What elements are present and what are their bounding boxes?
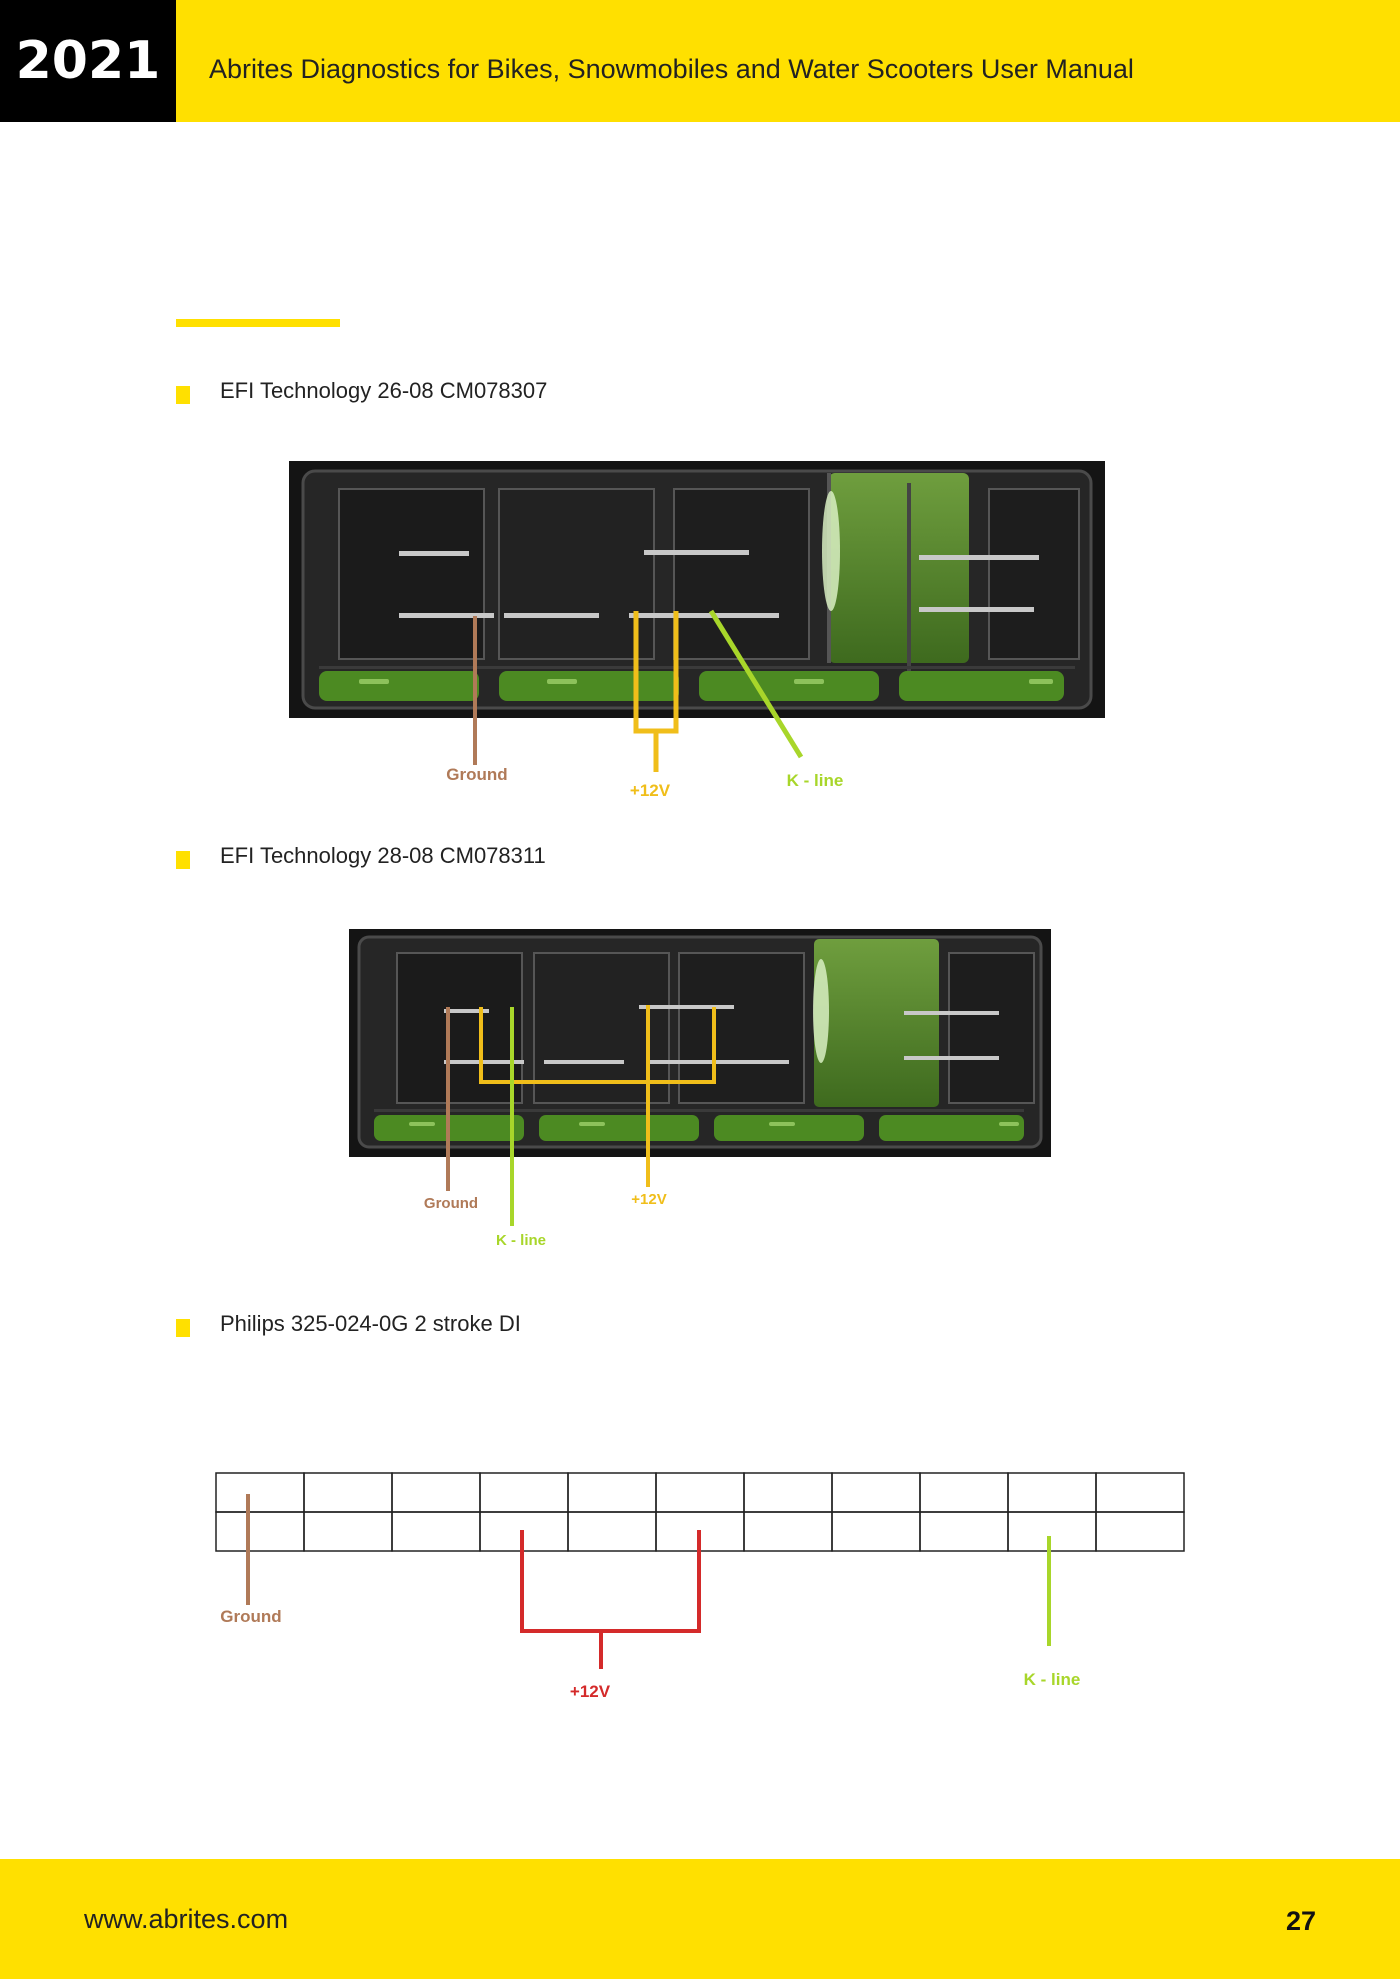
kline-label: K - line [787,771,844,790]
pin-cell [1007,1472,1097,1513]
pin-cell [743,1511,833,1552]
header-title: Abrites Diagnostics for Bikes, Snowmobil… [209,54,1134,84]
accent-bar [176,319,340,327]
pin-cell [567,1472,657,1513]
pin-grid [215,1472,1185,1552]
pin-cell [919,1511,1009,1552]
ground-label: Ground [220,1607,281,1626]
pin-cell [391,1511,481,1552]
pin-cell [831,1511,921,1552]
pin-cell [215,1472,305,1513]
bullet-icon [176,851,190,869]
pin-cell [391,1472,481,1513]
bullet-icon [176,1319,190,1337]
header-year: 2021 [0,0,176,122]
ecu-connector-photo-1: Ground +12V K - line [289,461,1105,800]
section-1-heading: EFI Technology 26-08 CM078307 [176,378,776,408]
kline-label: K - line [1024,1670,1081,1689]
section-2-title: EFI Technology 28-08 CM078311 [220,843,546,868]
v12-label: +12V [570,1682,611,1701]
page-number: 27 [1285,1906,1316,1936]
page-footer: www.abrites.com 27 [0,1859,1400,1979]
section-3-heading: Philips 325-024-0G 2 stroke DI [176,1311,776,1341]
ground-label: Ground [424,1195,478,1212]
section-3-title: Philips 325-024-0G 2 stroke DI [220,1311,521,1336]
pin-cell [1007,1511,1097,1552]
section-1-title: EFI Technology 26-08 CM078307 [220,378,548,403]
pinout-diagram: Ground +12V K - line [215,1472,1185,1701]
pin-cell [743,1472,833,1513]
ground-label: Ground [446,765,507,784]
kline-label: K - line [496,1232,546,1249]
footer-url[interactable]: www.abrites.com [84,1904,289,1934]
pin-cell [567,1511,657,1552]
pin-cell [655,1472,745,1513]
bullet-icon [176,386,190,404]
section-2-heading: EFI Technology 28-08 CM078311 [176,843,776,873]
pin-cell [919,1472,1009,1513]
pin-cell [831,1472,921,1513]
pin-cell [303,1511,393,1552]
pin-cell [215,1511,305,1552]
pin-cell [303,1472,393,1513]
pin-cell [1095,1472,1185,1513]
v12-label: +12V [631,1191,666,1208]
page-header: 2021 Abrites Diagnostics for Bikes, Snow… [0,0,1400,122]
v12-label: +12V [630,781,671,800]
pin-cell [479,1472,569,1513]
ecu-connector-photo-2: Ground +12V K - line [349,929,1051,1249]
pin-cell [1095,1511,1185,1552]
